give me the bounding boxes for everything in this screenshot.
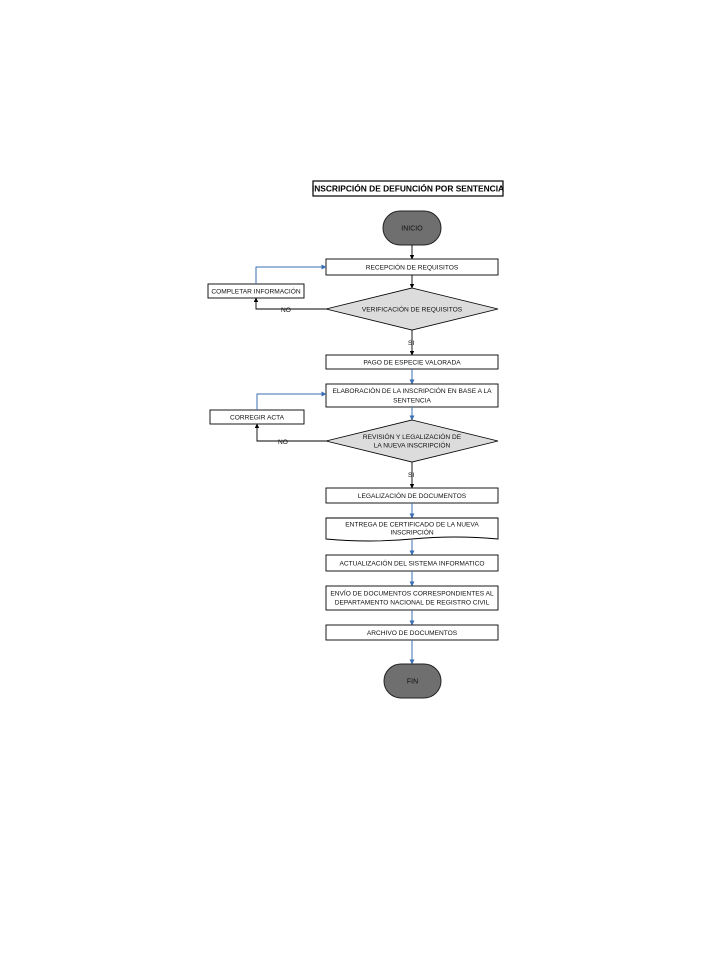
process-reception: RECEPCIÓN DE REQUISITOS <box>325 258 499 276</box>
system-update-label: ACTUALIZACIÓN DEL SISTEMA INFORMATICO <box>339 559 484 568</box>
end-label: FIN <box>407 679 418 686</box>
si-label-2: SI <box>408 472 414 479</box>
decision-review: REVISIÓN Y LEGALIZACIÓN DE LA NUEVA INSC… <box>325 419 499 463</box>
process-document-shipment: ENVÍO DE DOCUMENTOS CORRESPONDIENTES AL … <box>325 585 499 611</box>
document-certificate-delivery: ENTREGA DE CERTIFICADO DE LA NUEVA INSCR… <box>325 517 499 542</box>
decision-verification: VERIFICACIÓN DE REQUISITOS <box>325 287 499 331</box>
process-payment: PAGO DE ESPECIE VALORADA <box>325 354 499 370</box>
elaboration-label-line2: SENTENCIA <box>393 398 431 405</box>
process-elaboration: ELABORACIÓN DE LA INSCRIPCIÓN EN BASE A … <box>325 383 499 408</box>
archive-label: ARCHIVO DE DOCUMENTOS <box>367 630 458 637</box>
shipment-label-line2: DEPARTAMENTO NACIONAL DE REGISTRO CIVIL <box>335 600 490 607</box>
start-terminal: INICIO <box>382 210 442 246</box>
complete-info-label: COMPLETAR INFORMACIÓN <box>211 286 301 295</box>
si-label-1: SI <box>408 340 414 347</box>
shipment-label-line1: ENVÍO DE DOCUMENTOS CORRESPONDIENTES AL <box>330 589 494 598</box>
process-legalization: LEGALIZACIÓN DE DOCUMENTOS <box>325 487 499 504</box>
review-label-line2: LA NUEVA INSCRIPCIÓN <box>374 441 451 450</box>
legalization-label: LEGALIZACIÓN DE DOCUMENTOS <box>358 491 467 500</box>
verification-label: VERIFICACIÓN DE REQUISITOS <box>362 305 463 314</box>
connector-verification-no <box>253 297 326 310</box>
delivery-label-line2: INSCRIPCIÓN <box>390 528 433 537</box>
process-complete-info: COMPLETAR INFORMACIÓN <box>207 283 305 299</box>
title-box: INSCRIPCIÓN DE DEFUNCIÓN POR SENTENCIA <box>312 180 504 197</box>
correct-record-label: CORREGIR ACTA <box>230 414 285 421</box>
connector-review-no <box>254 423 326 442</box>
reception-label: RECEPCIÓN DE REQUISITOS <box>366 263 459 272</box>
connector-complete-to-reception <box>255 264 327 284</box>
process-correct-record: CORREGIR ACTA <box>209 409 305 425</box>
payment-label: PAGO DE ESPECIE VALORADA <box>363 359 461 366</box>
end-terminal: FIN <box>383 663 442 699</box>
delivery-label-line1: ENTREGA DE CERTIFICADO DE LA NUEVA <box>345 522 479 529</box>
process-archive: ARCHIVO DE DOCUMENTOS <box>325 624 499 641</box>
process-system-update: ACTUALIZACIÓN DEL SISTEMA INFORMATICO <box>325 554 499 572</box>
review-label-line1: REVISIÓN Y LEGALIZACIÓN DE <box>363 432 462 441</box>
connector-correct-to-elaboration <box>256 391 327 410</box>
no-label-1: NO <box>281 307 291 314</box>
diagram-title: INSCRIPCIÓN DE DEFUNCIÓN POR SENTENCIA <box>312 183 504 194</box>
elaboration-label-line1: ELABORACIÓN DE LA INSCRIPCIÓN EN BASE A … <box>332 386 492 395</box>
no-label-2: NO <box>278 439 288 446</box>
start-label: INICIO <box>401 226 423 233</box>
